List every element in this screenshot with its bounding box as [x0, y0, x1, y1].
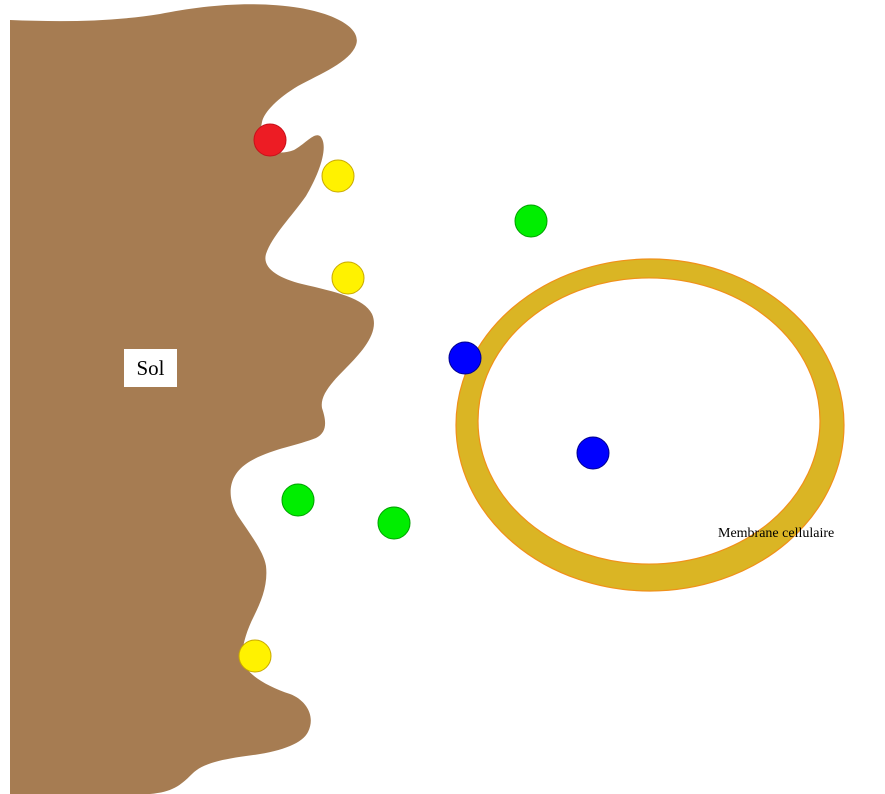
red-ion [254, 124, 286, 156]
blue-ion [449, 342, 481, 374]
green-ion [515, 205, 547, 237]
soil-label: Sol [124, 349, 177, 387]
yellow-ion [332, 262, 364, 294]
yellow-ion [322, 160, 354, 192]
green-ion [282, 484, 314, 516]
green-ion [378, 507, 410, 539]
cell-membrane-label: Membrane cellulaire [718, 525, 834, 543]
yellow-ion [239, 640, 271, 672]
soil-mass [10, 4, 374, 794]
blue-ion [577, 437, 609, 469]
